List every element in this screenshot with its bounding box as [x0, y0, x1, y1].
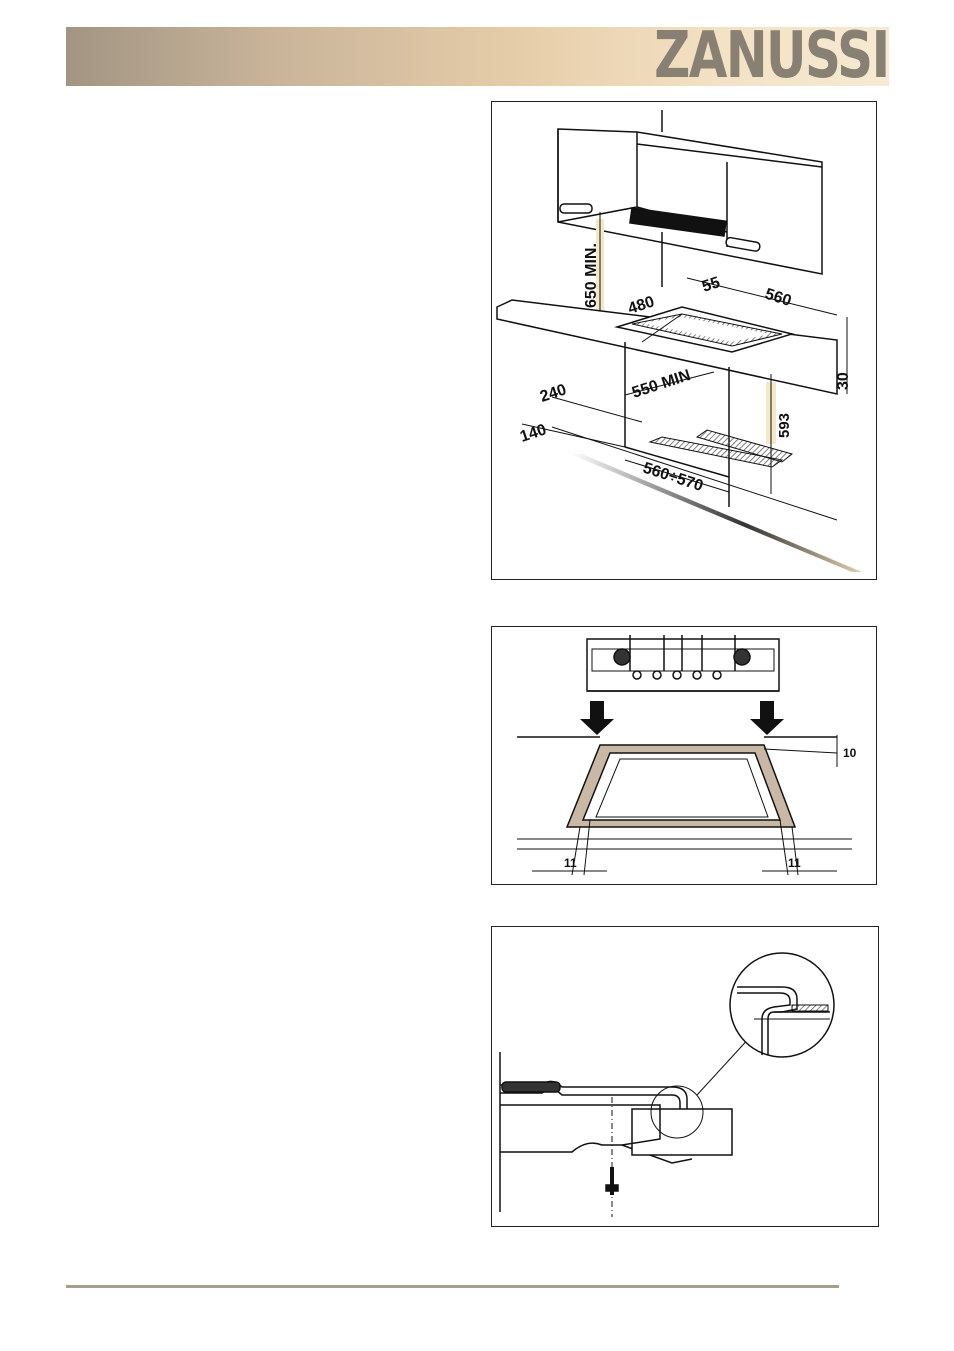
- brand-logo: ZANUSSI: [655, 24, 889, 88]
- dim-140: 140: [518, 421, 549, 445]
- dim-650-min: 650 MIN.: [583, 243, 600, 308]
- dim-560: 560: [763, 286, 794, 310]
- header-banner: ZANUSSI: [66, 27, 889, 86]
- installation-dimensions-figure: 650 MIN. 480 55 560 30 240 140 550 MIN 5…: [491, 101, 877, 580]
- dim-11-left: 11: [564, 856, 577, 870]
- dim-593: 593: [776, 413, 793, 438]
- dim-240: 240: [538, 381, 569, 405]
- fixing-bracket-figure: [491, 926, 879, 1227]
- dim-11-right: 11: [788, 856, 801, 870]
- dim-480: 480: [626, 293, 657, 317]
- dim-55: 55: [700, 274, 722, 296]
- dim-30: 30: [835, 372, 852, 390]
- footer-rule: [66, 1285, 839, 1288]
- dim-10: 10: [843, 746, 857, 760]
- hob-insertion-figure: 10 11 11: [491, 626, 877, 885]
- dim-550-min: 550 MIN: [630, 367, 693, 402]
- dim-560-570: 560÷570: [641, 460, 705, 495]
